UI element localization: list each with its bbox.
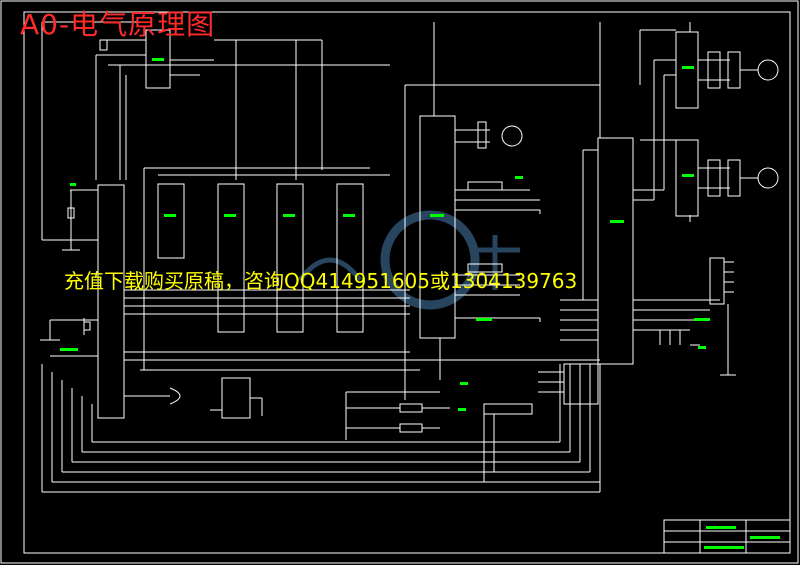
drawing-inner-frame [23,11,791,554]
buzzer [169,387,181,405]
mcu-right [597,137,634,365]
crystal [83,321,91,331]
resistor-array-mid [467,263,503,273]
motor-m3 [757,167,779,189]
relay-k5 [727,159,741,197]
relay-k3 [727,51,741,89]
component-labels [60,58,780,549]
ic-u3 [217,183,245,333]
relay-k2 [707,51,721,89]
watermark-text: 充值下载购买原稿，咨询QQ414951605或1304139763 [64,269,578,293]
ic-u2 [157,183,185,259]
ic-u5 [336,183,364,333]
motor-m2 [757,59,779,81]
relay-k4 [707,159,721,197]
resistor-r3 [399,403,423,413]
resistor-array-top [467,181,503,191]
ic-driver-bottom [675,139,699,217]
resistor-r1 [99,39,108,51]
ic-driver-top [675,31,699,109]
ic-top-left [145,29,171,89]
relay-k1 [477,121,487,149]
motor-m1 [501,125,523,147]
title-block [663,519,791,554]
switch-s1 [221,377,251,419]
page-title: A0-电气原理图 [20,8,216,41]
ic-u4 [276,183,304,333]
mcu-left [97,184,125,419]
resistor-r4 [399,423,423,433]
resistor-array-bottom [483,403,533,415]
led-array [563,363,599,405]
switch-block [709,257,725,305]
ic-central [419,115,456,339]
